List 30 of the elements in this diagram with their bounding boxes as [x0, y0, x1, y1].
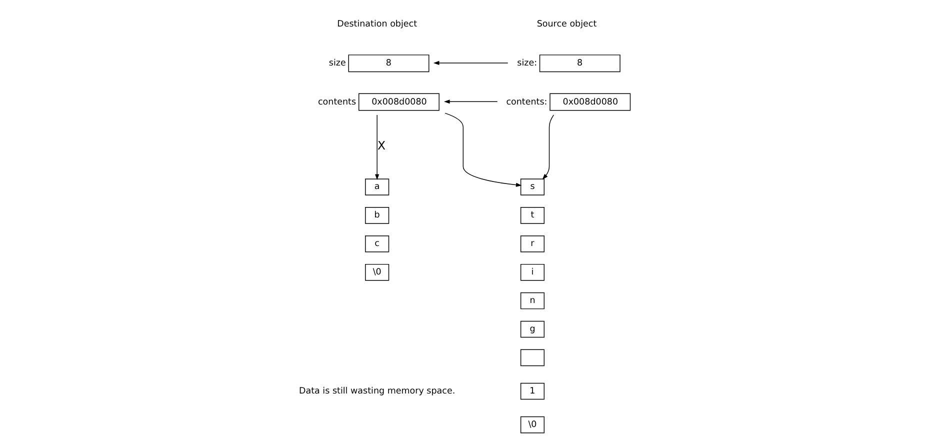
- edge-label: X: [376, 138, 385, 153]
- node-box: t: [520, 207, 544, 224]
- node-box: 0x008d0080: [358, 93, 439, 111]
- label: Source object: [536, 20, 596, 30]
- node-box: n: [520, 292, 544, 310]
- node-box: \0: [364, 264, 389, 281]
- arrow: [542, 114, 554, 180]
- node-box: g: [520, 320, 544, 338]
- arrow: [444, 112, 522, 187]
- node-box: b: [364, 207, 389, 224]
- node-box: c: [364, 236, 389, 252]
- arrow: [432, 60, 508, 65]
- node-box: 1: [520, 382, 544, 400]
- node-box: 8: [348, 54, 429, 72]
- label: Destination object: [336, 20, 417, 30]
- node-box: [520, 349, 544, 366]
- arrow: [374, 114, 379, 180]
- node-box: a: [364, 178, 389, 196]
- label: Data is still wasting memory space.: [298, 386, 455, 397]
- node-box: \0: [520, 416, 544, 434]
- node-label: contents:: [506, 97, 547, 108]
- arrow: [443, 100, 498, 104]
- node-box: r: [520, 236, 544, 252]
- node-box: 8: [538, 54, 620, 72]
- node-label: contents: [317, 97, 356, 108]
- node-label: size: [328, 58, 346, 69]
- node-box: 0x008d0080: [549, 93, 630, 111]
- node-box: s: [520, 178, 544, 196]
- node-box: i: [520, 264, 544, 281]
- node-label: size:: [516, 58, 537, 69]
